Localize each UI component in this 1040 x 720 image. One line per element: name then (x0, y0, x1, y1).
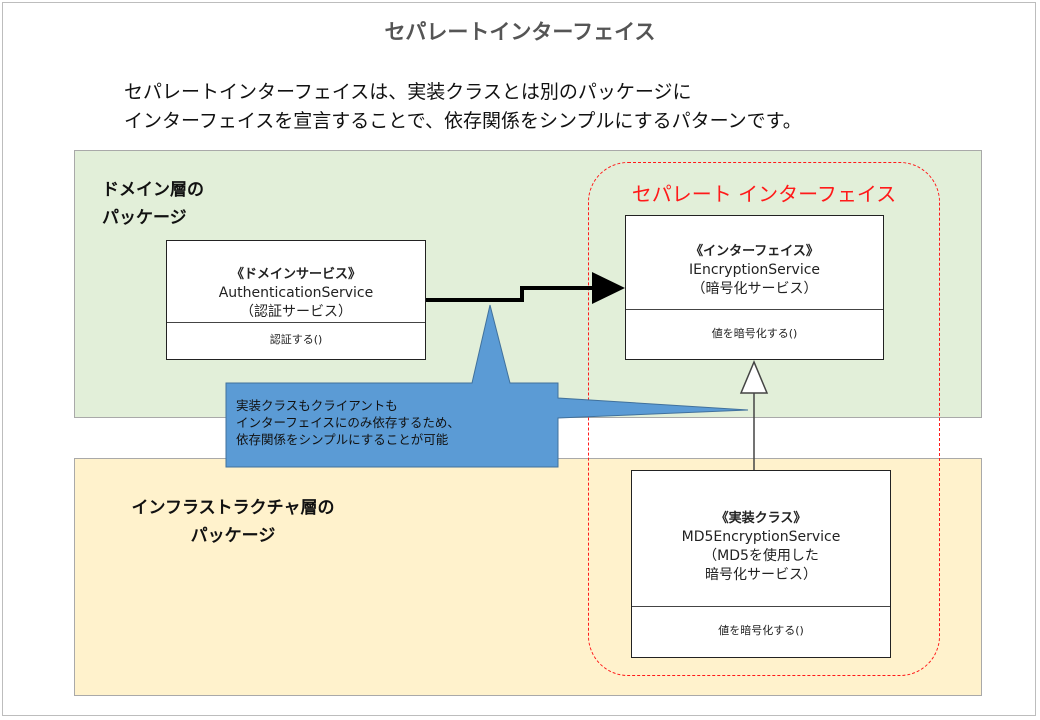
class-name: MD5EncryptionService (681, 529, 841, 545)
class-japanese-name: （認証サービス） (240, 304, 352, 320)
class-japanese-name-line-2: 暗号化サービス） (705, 567, 817, 583)
class-header: 《ドメインサービス》 AuthenticationService （認証サービス… (167, 241, 425, 323)
authentication-service-class[interactable]: 《ドメインサービス》 AuthenticationService （認証サービス… (166, 240, 426, 360)
callout-line-3: 依存関係をシンプルにすることが可能 (236, 432, 449, 447)
class-stereotype: 《実装クラス》 (715, 511, 807, 526)
separate-interface-boundary (588, 162, 940, 676)
intro-text: セパレートインターフェイスは、実装クラスとは別のパッケージに インターフェイスを… (124, 78, 1004, 136)
domain-package-label: ドメイン層の パッケージ (102, 176, 204, 232)
separate-interface-label: セパレート インターフェイス (631, 182, 897, 206)
callout-line-2: インターフェイスにのみ依存するため、 (236, 415, 460, 430)
realization-arrowhead (739, 360, 769, 394)
domain-package-label-line-2: パッケージ (102, 208, 187, 228)
dependency-arrow-line (426, 286, 592, 302)
infrastructure-package-label: インフラストラクチャ層の パッケージ (98, 494, 368, 550)
class-operation: 認証する() (269, 333, 323, 346)
class-operation: 値を暗号化する() (711, 327, 798, 340)
callout-line-1: 実装クラスもクライアントも (236, 398, 398, 413)
class-header: 《実装クラス》 MD5EncryptionService （MD5を使用した 暗… (632, 471, 890, 607)
intro-line-2: インターフェイスを宣言することで、依存関係をシンプルにするパターンです。 (124, 110, 802, 132)
encryption-interface-class[interactable]: 《インターフェイス》 IEncryptionService （暗号化サービス） … (625, 215, 884, 360)
class-stereotype: 《インターフェイス》 (690, 244, 819, 259)
class-name: AuthenticationService (218, 285, 374, 301)
class-japanese-name-line-1: （MD5を使用した (703, 548, 819, 564)
diagram-title: セパレートインターフェイス (384, 20, 656, 44)
dependency-arrowhead (592, 272, 625, 304)
infrastructure-package-label-line-1: インフラストラクチャ層の (131, 498, 335, 518)
callout-text: 実装クラスもクライアントも インターフェイスにのみ依存するため、 依存関係をシン… (236, 397, 556, 448)
class-stereotype: 《ドメインサービス》 (230, 267, 361, 282)
class-japanese-name: （暗号化サービス） (691, 281, 818, 297)
intro-line-1: セパレートインターフェイスは、実装クラスとは別のパッケージに (124, 81, 692, 103)
callout-shape (225, 304, 749, 468)
md5-encryption-service-class[interactable]: 《実装クラス》 MD5EncryptionService （MD5を使用した 暗… (631, 470, 891, 658)
class-name: IEncryptionService (688, 262, 821, 278)
infrastructure-package-label-line-2: パッケージ (190, 526, 276, 546)
domain-package-label-line-1: ドメイン層の (102, 180, 204, 200)
class-header: 《インターフェイス》 IEncryptionService （暗号化サービス） (626, 216, 883, 310)
class-operation: 値を暗号化する() (718, 624, 804, 637)
